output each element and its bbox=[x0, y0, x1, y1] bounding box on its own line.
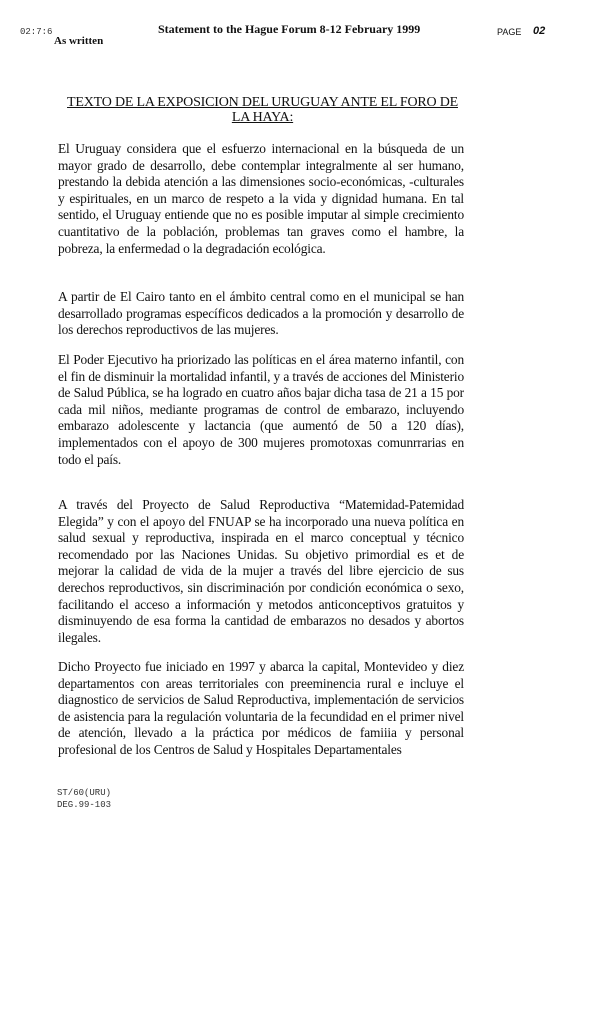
paragraph-cairo-programs: A partir de El Cairo tanto en el ámbito … bbox=[58, 289, 464, 338]
paragraph-maternal-infant: El Poder Ejecutivo ha priorizado las pol… bbox=[58, 352, 464, 467]
page-number: 02 bbox=[533, 25, 546, 37]
paragraph-development: El Uruguay considera que el esfuerzo int… bbox=[58, 141, 464, 256]
as-written-label: As written bbox=[54, 35, 104, 47]
statement-header-title: Statement to the Hague Forum 8-12 Februa… bbox=[158, 22, 421, 36]
reference-code: ST/60(URU) bbox=[57, 788, 112, 798]
document-title: TEXTO DE LA EXPOSICION DEL URUGUAY ANTE … bbox=[67, 95, 458, 125]
page-label: PAGE bbox=[497, 27, 522, 37]
paragraph-reproductive-health-project: A través del Proyecto de Salud Reproduct… bbox=[58, 497, 464, 645]
document-code: DEG.99-103 bbox=[57, 800, 112, 810]
paragraph-project-scope: Dicho Proyecto fue iniciado en 1997 y ab… bbox=[58, 659, 464, 757]
fax-transmission-mark: 02:7:6 bbox=[20, 27, 53, 37]
